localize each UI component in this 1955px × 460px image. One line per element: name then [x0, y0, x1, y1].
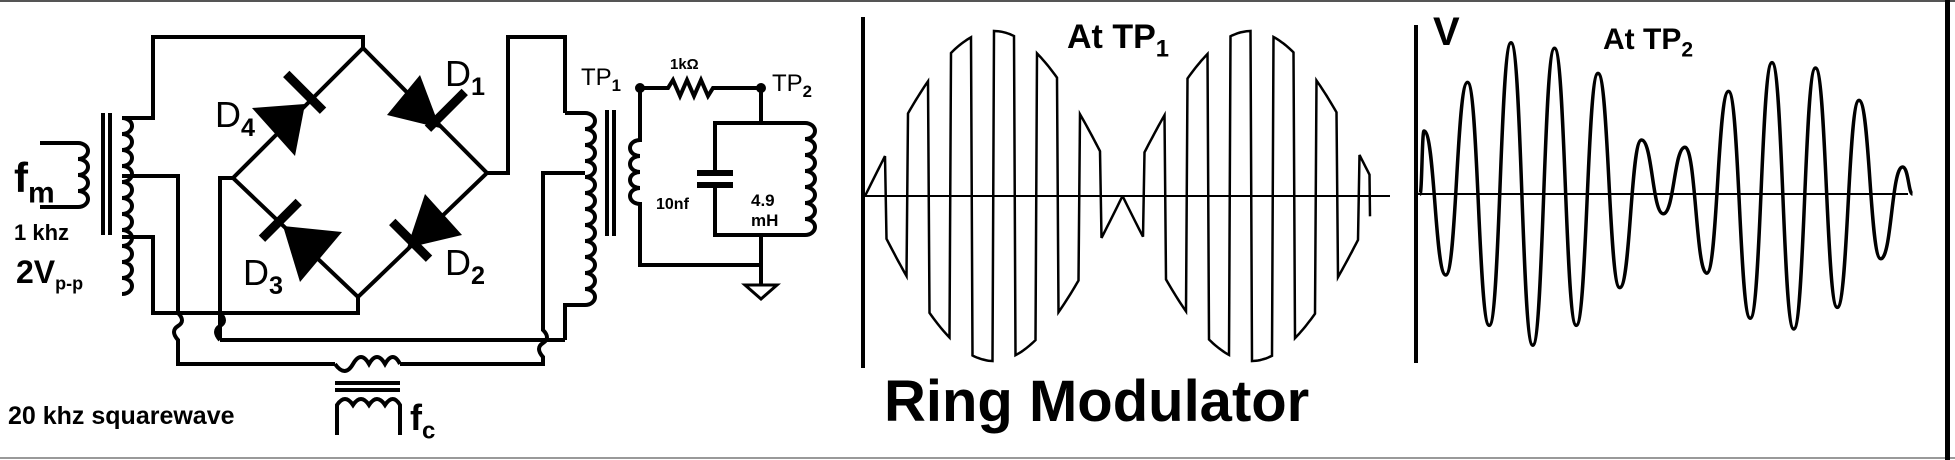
diode-d2-icon — [407, 194, 462, 248]
tp1-plot-title: At TP1 — [1067, 18, 1170, 63]
frame-top-border — [0, 0, 1955, 2]
fm-frequency-label: 1 khz — [14, 220, 70, 245]
diode-d4-label: D4 — [215, 94, 256, 142]
tp2-y-axis-label: V — [1433, 10, 1460, 54]
tp2-label: TP2 — [772, 70, 813, 101]
tp1-node-dot — [635, 83, 645, 93]
diode-d2-bar — [389, 218, 433, 262]
frame-right-border — [1945, 0, 1950, 460]
carrier-transformer — [333, 355, 402, 435]
diode-d1-bar — [424, 88, 468, 132]
diode-d3-bar — [258, 198, 302, 242]
diode-d3-icon — [283, 226, 342, 282]
page-title: Ring Modulator — [884, 369, 1310, 434]
capacitor-plate-bottom — [697, 182, 733, 188]
tp1-label: TP1 — [581, 64, 622, 95]
capacitor-plate-top — [697, 170, 733, 176]
frame-bottom-border — [0, 457, 1955, 459]
diode-symbols — [252, 70, 468, 282]
diode-d3-label: D3 — [243, 252, 284, 300]
output-transformer — [400, 88, 761, 366]
rlc-network — [640, 75, 817, 301]
diode-d4-icon — [252, 104, 305, 156]
tp1-signal-trace — [863, 29, 1372, 363]
tp2-plot-title: At TP2 — [1603, 23, 1694, 62]
carrier-label: 20 khz squarewave — [8, 402, 235, 430]
diode-d1-icon — [387, 75, 440, 128]
input-transformer — [40, 35, 365, 315]
resistor-value: 1kΩ — [670, 56, 699, 73]
tp2-node-dot — [756, 83, 766, 93]
diode-d2-label: D2 — [445, 242, 486, 290]
fc-label: fc — [410, 397, 436, 445]
fm-label: fm — [14, 154, 55, 210]
tp1-waveform-plot — [861, 17, 1390, 368]
inductor-unit: mH — [751, 211, 779, 230]
diode-d1-label: D1 — [445, 53, 486, 101]
tp2-signal-trace — [1418, 41, 1915, 347]
diode-d4-bar — [283, 70, 327, 114]
fm-amplitude-label: 2Vp-p — [16, 254, 84, 294]
tp2-waveform-plot — [1414, 25, 1915, 363]
inductor-value: 4.9 — [751, 191, 775, 210]
capacitor-value: 10nf — [656, 196, 689, 213]
